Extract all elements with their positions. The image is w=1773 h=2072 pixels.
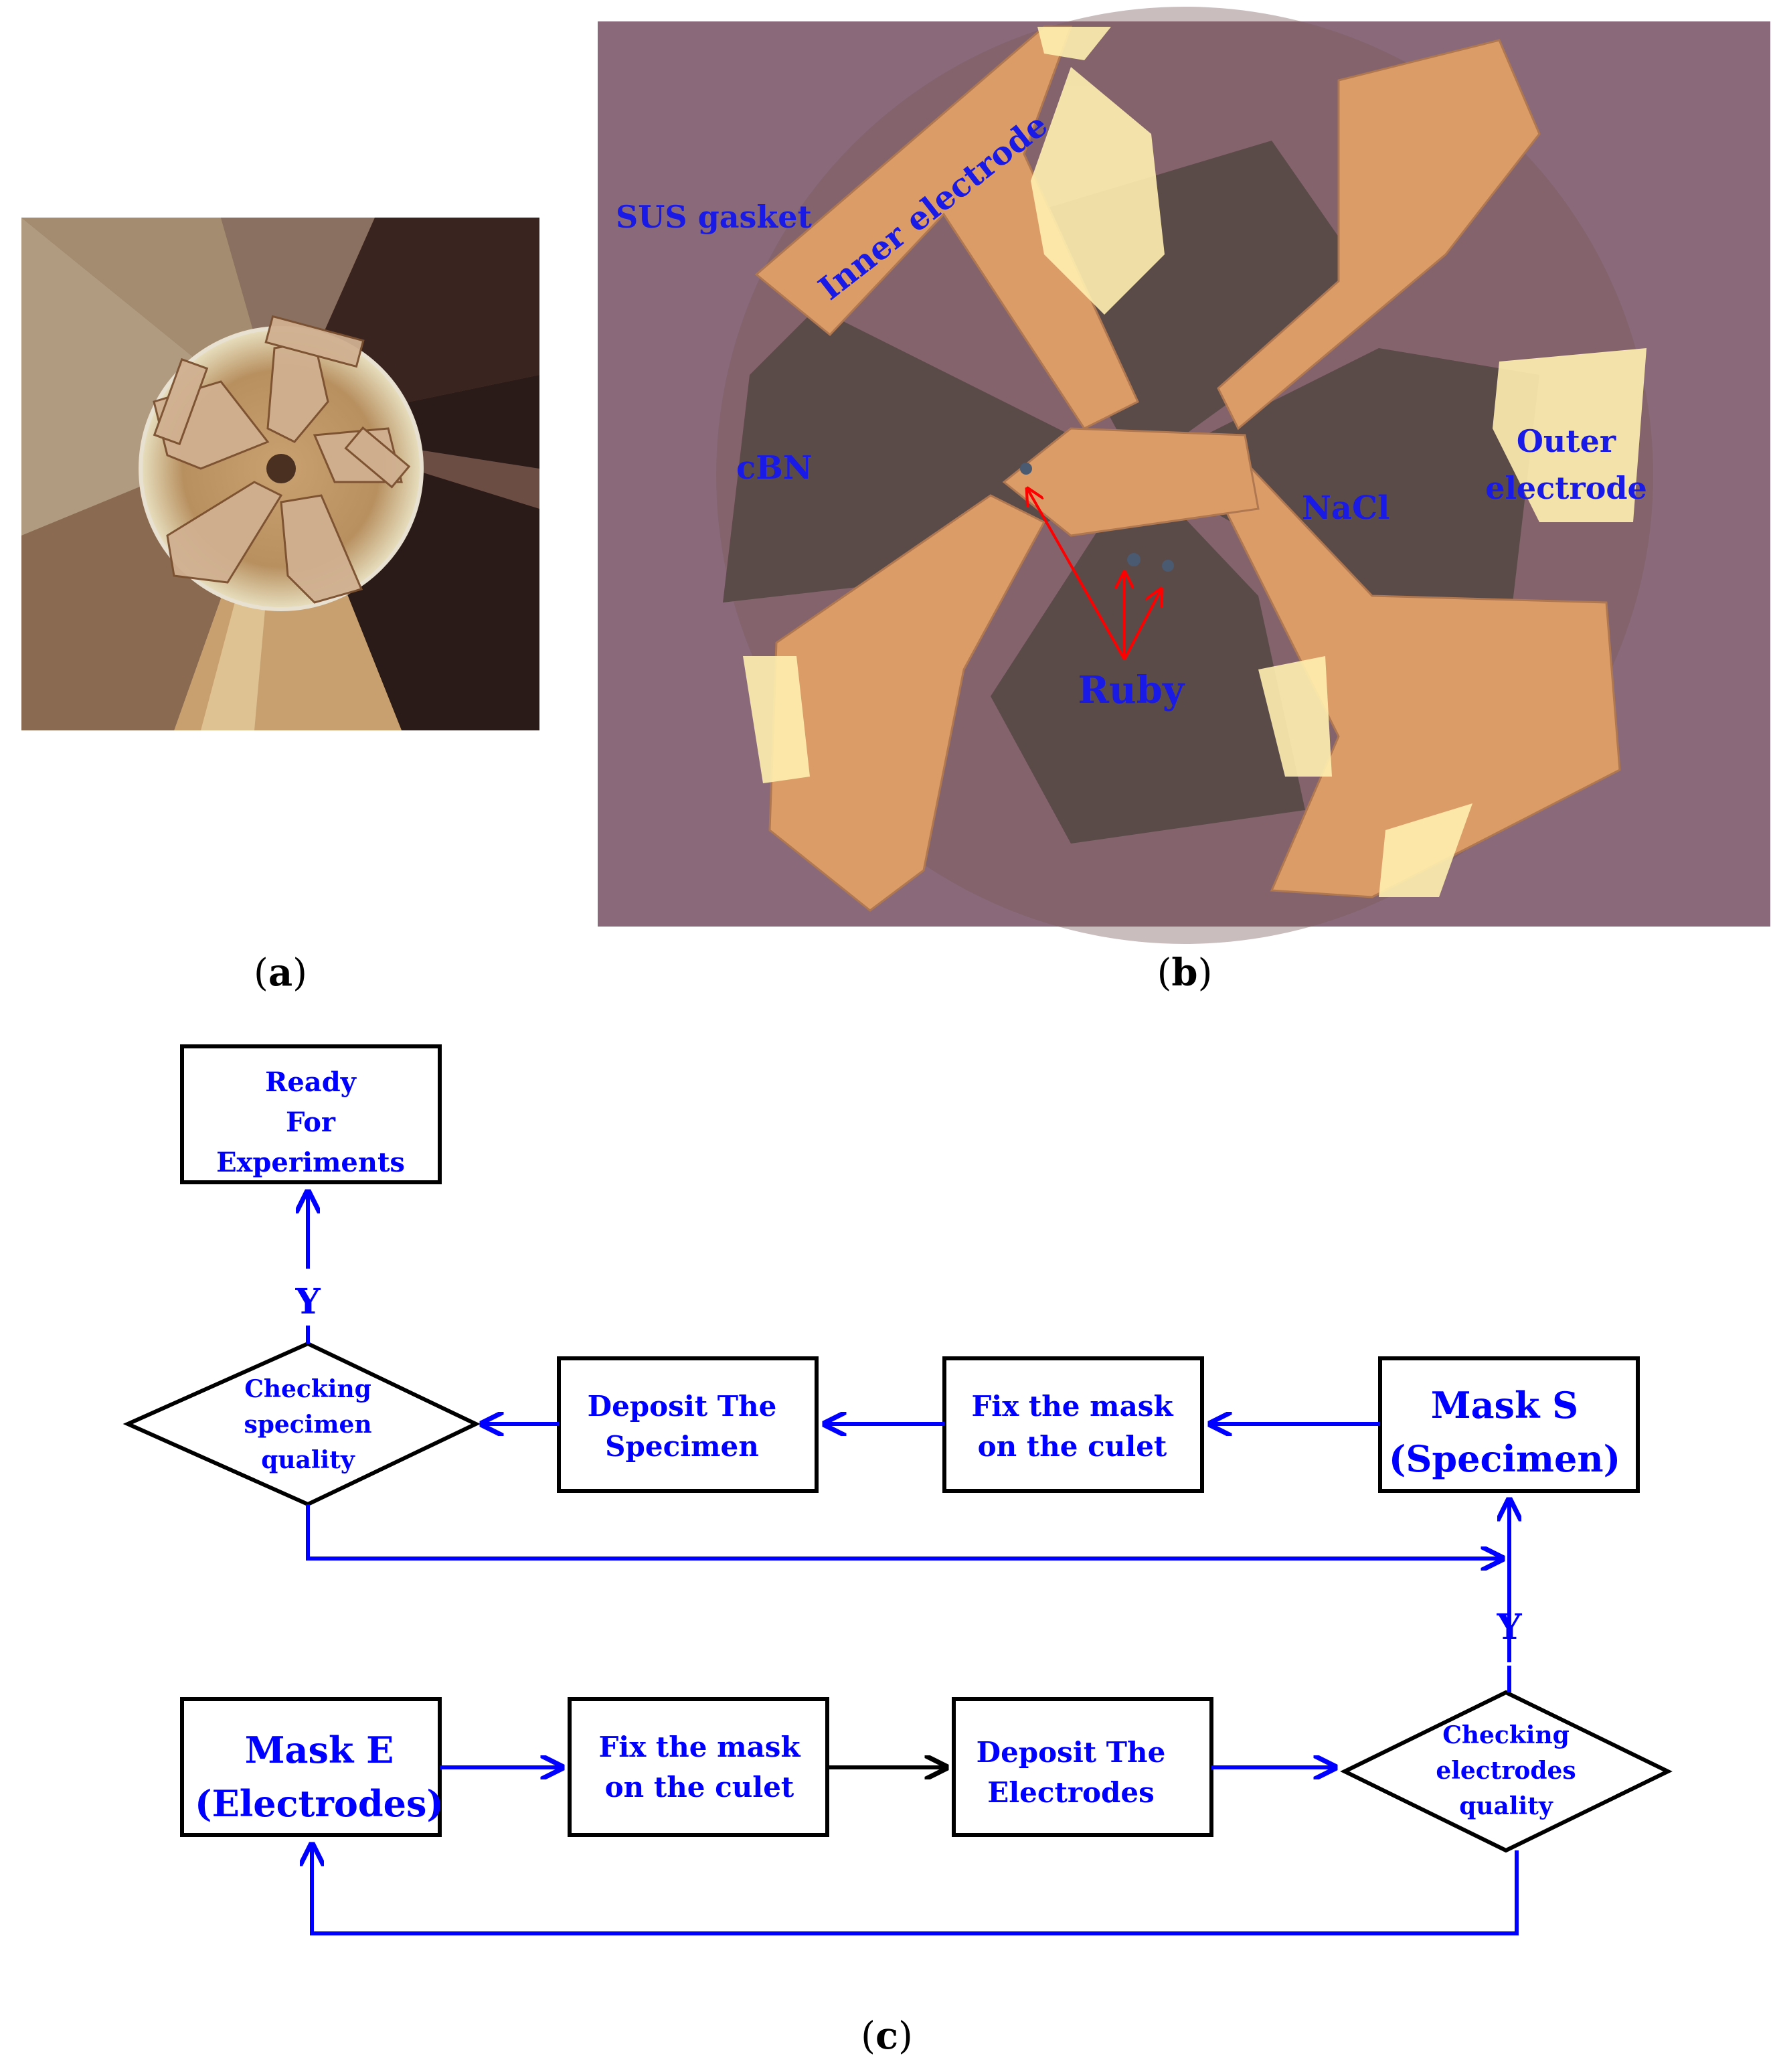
- mask-e-line-1: Mask E: [245, 1729, 394, 1771]
- label-nacl: NaCl: [1302, 489, 1389, 527]
- label-sus-gasket: SUS gasket: [616, 199, 813, 235]
- mask-e-line-2: (Electrodes): [195, 1782, 444, 1825]
- arrow-electrodes-retry: [312, 1844, 1519, 1935]
- label-outer-electrode-2: electrode: [1485, 470, 1647, 506]
- check-electrodes-line-1: Checking: [1442, 1721, 1570, 1749]
- ready-line-2: For: [286, 1107, 336, 1138]
- ruby-dot-1: [1020, 463, 1032, 475]
- diamond-checking-electrodes: [1340, 1690, 1673, 1853]
- deposit-specimen-line-2: Specimen: [605, 1430, 759, 1463]
- deposit-electrodes-line-2: Electrodes: [987, 1776, 1155, 1809]
- box-ready-for-experiments: [180, 1044, 442, 1184]
- fix-mask-top-line-1: Fix the mask: [971, 1390, 1173, 1423]
- ruby-arrow-1: [1027, 489, 1126, 660]
- caption-b: (b): [1157, 951, 1213, 995]
- mask-s-line-1: Mask S: [1431, 1384, 1578, 1427]
- label-y-bottom: Y: [1496, 1607, 1522, 1648]
- box-fix-mask-bottom: [568, 1697, 829, 1837]
- box-mask-s: [1378, 1356, 1640, 1493]
- ruby-dot-2: [1127, 553, 1141, 566]
- mask-s-line-2: (Specimen): [1389, 1437, 1620, 1480]
- fix-mask-bottom-line-2: on the culet: [605, 1771, 794, 1804]
- ruby-arrow-3: [1123, 589, 1161, 660]
- caption-b-letter: b: [1171, 951, 1197, 995]
- panel-c-flowchart: Y Y Ready For Experiments Checking speci…: [122, 1044, 1673, 1935]
- box-deposit-specimen: [557, 1356, 819, 1493]
- check-specimen-line-3: quality: [261, 1446, 355, 1474]
- deposit-specimen-line-1: Deposit The: [588, 1390, 777, 1423]
- ready-line-1: Ready: [265, 1066, 357, 1098]
- panel-a-photo: [21, 218, 539, 730]
- caption-a-letter: a: [268, 951, 292, 995]
- caption-c: (c): [861, 2014, 913, 2058]
- ruby-dot-3: [1162, 560, 1174, 572]
- label-outer-electrode-1: Outer: [1517, 423, 1616, 459]
- check-specimen-line-2: specimen: [244, 1411, 371, 1439]
- fix-mask-top-line-2: on the culet: [978, 1430, 1167, 1463]
- label-y-top: Y: [294, 1281, 321, 1322]
- check-electrodes-line-2: electrodes: [1436, 1757, 1576, 1785]
- caption-a: (a): [254, 951, 307, 995]
- diamond-checking-specimen: [122, 1341, 481, 1507]
- fix-mask-bottom-line-1: Fix the mask: [598, 1731, 800, 1763]
- label-ruby: Ruby: [1078, 668, 1185, 712]
- label-cbn: cBN: [736, 449, 813, 487]
- arrow-specimen-retry: [306, 1504, 1503, 1559]
- panel-b-photo: SUS gasket Inner electrode cBN Outer ele…: [598, 7, 1770, 944]
- box-fix-mask-top: [942, 1356, 1204, 1493]
- check-specimen-line-1: Checking: [244, 1375, 371, 1403]
- deposit-electrodes-line-1: Deposit The: [977, 1736, 1166, 1769]
- caption-c-letter: c: [875, 2014, 898, 2058]
- ready-line-3: Experiments: [216, 1147, 405, 1178]
- box-mask-e: [180, 1697, 442, 1837]
- check-electrodes-line-3: quality: [1459, 1792, 1553, 1820]
